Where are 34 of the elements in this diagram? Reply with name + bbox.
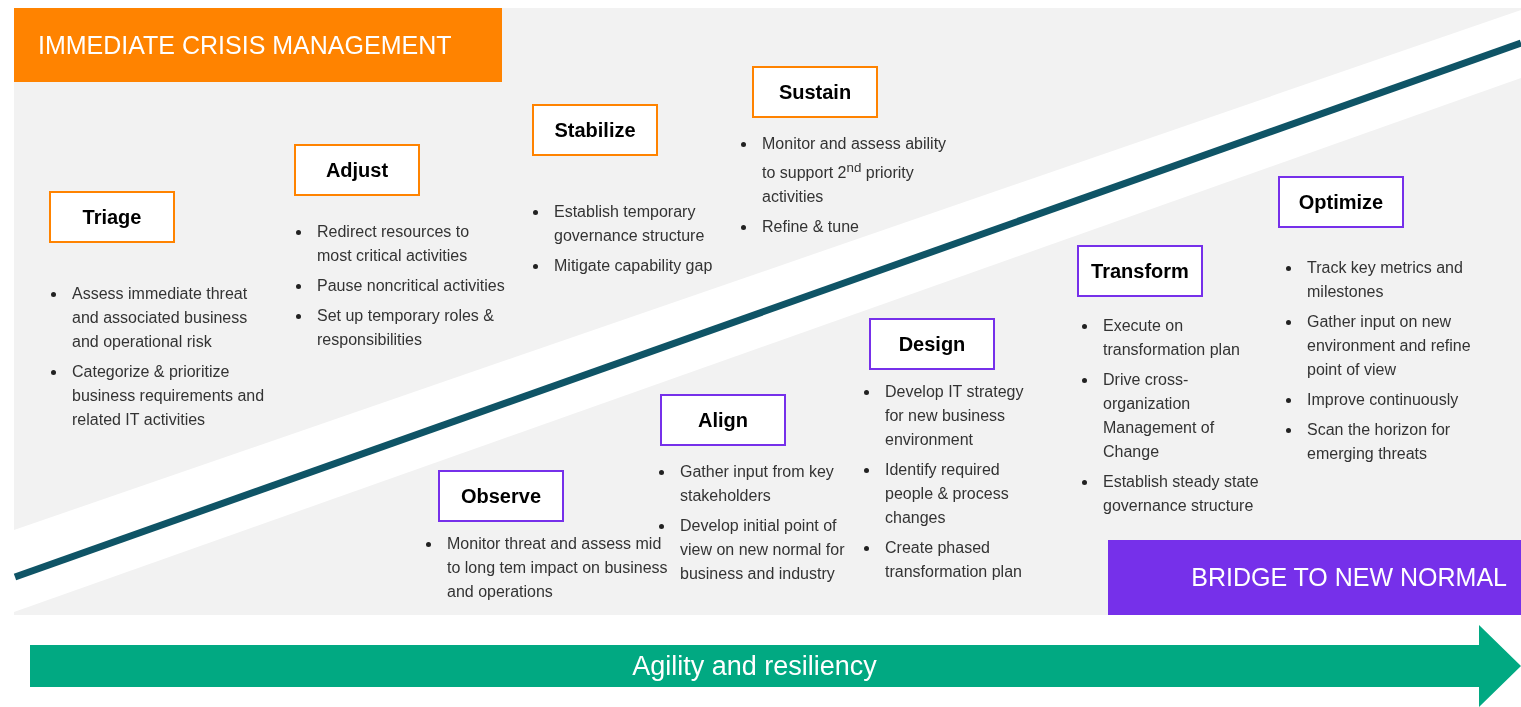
- bullet-text: Refine & tune: [762, 218, 859, 236]
- bullet-text: Redirect resources to most critical activities: [317, 223, 470, 264]
- bullet-text: Create phased transformation plan: [885, 539, 1022, 580]
- phase-title-box: Sustain: [752, 66, 878, 118]
- bullet-text: Monitor threat and assess mid to long tem impact on business and operations: [447, 535, 668, 600]
- bullet-text: Establish temporary governance structure: [554, 203, 705, 244]
- bullet-text: Develop initial point of view on new normal for business and industry: [680, 517, 845, 582]
- phase-title-box: Design: [869, 318, 995, 370]
- bullet-text: Establish steady state governance structure: [1103, 473, 1259, 514]
- phase-title-box: Optimize: [1278, 176, 1404, 228]
- bullet-text: Gather input on new environment and refine point of view: [1307, 313, 1471, 378]
- phase-title-box: Observe: [438, 470, 564, 522]
- bullet-text: Assess immediate threat and associated business and operational risk: [72, 285, 248, 350]
- phase-title-box: Align: [660, 394, 786, 446]
- bullet-text: Scan the horizon for emerging threats: [1307, 421, 1451, 462]
- phase-title-box: Transform: [1077, 245, 1203, 297]
- bullet-text: Monitor and assess ability to support 2$^{nd}$ priority activities: [762, 135, 947, 206]
- bullet-text: Identify required people & process changes: [885, 461, 1009, 526]
- bullet-text: Mitigate capability gap: [554, 257, 713, 274]
- phase-banner: IMMEDIATE CRISIS MANAGEMENT: [14, 8, 502, 82]
- bullet-text: Track key metrics and milestones: [1307, 259, 1463, 300]
- phase-title-box: Stabilize: [532, 104, 658, 156]
- bullet-text: Categorize & prioritize business requirements and related IT activities: [72, 363, 265, 428]
- bullet-text: Execute on transformation plan: [1103, 317, 1240, 358]
- bullet-text: Pause noncritical activities: [317, 277, 505, 294]
- progress-arrow: Agility and resiliency: [30, 625, 1521, 707]
- bullet-text: Improve continuously: [1307, 391, 1459, 408]
- phase-banner: BRIDGE TO NEW NORMAL: [1108, 540, 1521, 615]
- bullet-text: Gather input from key stakeholders: [680, 463, 834, 504]
- bullet-text: Set up temporary roles & responsibilities: [317, 307, 494, 348]
- phase-title-box: Triage: [49, 191, 175, 243]
- bullet-text: Develop IT strategy for new business environment: [885, 383, 1024, 448]
- phase-title-box: Adjust: [294, 144, 420, 196]
- bullet-text: Drive cross-organization Management of Change: [1103, 371, 1215, 460]
